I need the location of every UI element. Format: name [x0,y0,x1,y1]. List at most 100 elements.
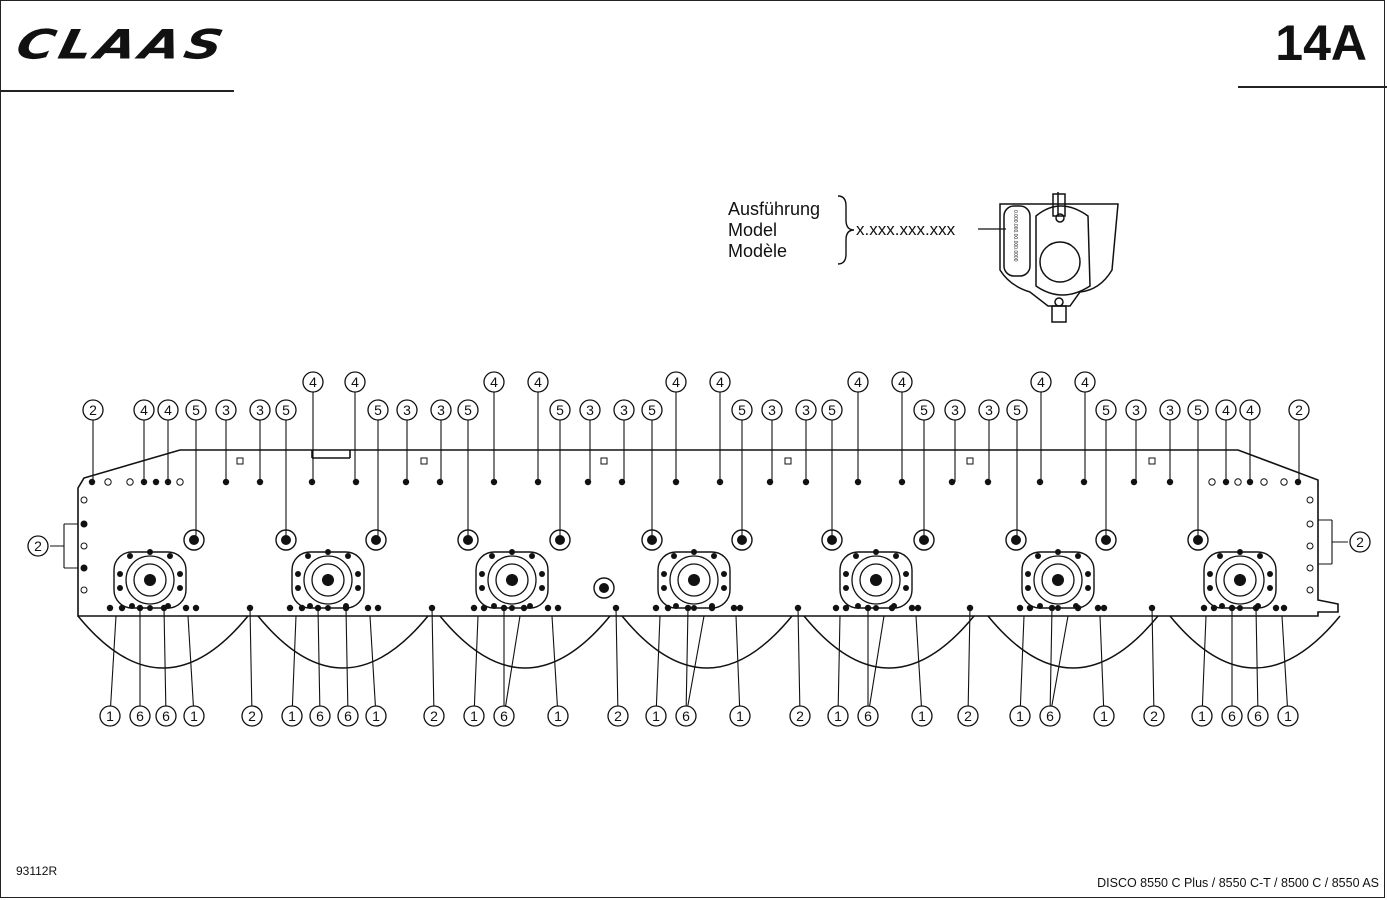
frame-bolt [308,478,316,486]
frame-bolt [1080,478,1088,486]
hub-bolt [295,571,301,577]
model-code: x.xxx.xxx.xxx [856,220,956,239]
callout-bottom: 1 [183,615,205,727]
callout-circle [396,399,418,421]
callout-number: 2 [614,708,622,724]
callout-top-lower: 4 [1215,399,1237,482]
hub-bolt [661,585,667,591]
callout-number: 4 [716,374,724,390]
callout-number: 2 [1356,534,1364,550]
marker-square [1148,457,1156,465]
disc-hub-outer-ring [303,555,353,605]
callout-number: 2 [248,708,256,724]
callout-circle [463,705,485,727]
callout-top-lower: 3 [944,399,966,482]
callout-bottom: 6 [1221,608,1243,727]
callout-circle [549,399,571,421]
callout-top-lower: 3 [795,399,817,482]
callout-bottom: 6 [493,608,521,727]
callout-leader [655,615,661,717]
callout-bottom: 1 [911,615,933,727]
callout-number: 6 [162,708,170,724]
callout-bottom: 1 [99,615,121,727]
side-hole [80,586,88,594]
callout-number: 4 [309,374,317,390]
callout-circle [155,705,177,727]
plate-serial-text: 0.000.000.00.000.0000 [1012,210,1018,262]
callout-top-lower: 3 [430,399,452,482]
callout-leader [369,615,377,717]
callout-circle [133,399,155,421]
callout-circle [821,399,843,421]
frame-bolt [88,478,96,486]
hub-bolt [355,585,361,591]
cutting-disc-bowl [987,615,1159,669]
callout-circle [645,705,667,727]
callout-circle [607,705,629,727]
disc-hub-inner-ring [1041,563,1075,597]
skid-bolt [1210,604,1218,612]
callout-circle [579,399,601,421]
hub-bolt [489,553,495,559]
disc-hub-center [870,574,882,586]
callout-leader [431,607,435,717]
callout-top-lower: 5 [641,399,663,540]
marker-square [236,457,244,465]
callout-circle [857,705,879,727]
callout-left-side-bubble: 2 [27,535,49,557]
callout-circle [891,371,913,393]
callout-bottom: 2 [423,607,445,727]
callout-number: 1 [1284,708,1292,724]
hub-bolt [855,603,861,609]
callout-top-upper: 4 [1074,371,1096,482]
callout-bottom: 6 [1039,607,1069,727]
side-hole [80,520,88,528]
callout-top-lower: 5 [1006,399,1028,540]
cutting-disc-bowl [77,615,249,669]
callout-number: 5 [920,402,928,418]
callout-circle [129,705,151,727]
callout-number: 3 [403,402,411,418]
callout-top-lower: 3 [1125,399,1147,482]
hub-bolt [1267,585,1273,591]
skid-bolt [182,604,190,612]
callout-leader [187,615,195,717]
side-bracket [50,523,78,569]
callout-number: 1 [372,708,380,724]
hub-bolt [491,603,497,609]
skid-bolt [118,604,126,612]
callout-leader [837,615,841,717]
callout-bottom: 1 [365,615,387,727]
skid-bolt [832,604,840,612]
callout-top-upper: 4 [344,371,366,482]
cutting-disc-bowl [803,615,975,669]
callout-number: 1 [1100,708,1108,724]
callout-leader [109,615,117,717]
side-hole [1306,542,1314,550]
callout-number: 1 [1016,708,1024,724]
hub-bolt [843,585,849,591]
callout-number: 6 [864,708,872,724]
hub-bolt [711,553,717,559]
skid-bolt [888,604,896,612]
hub-bolt [691,549,697,555]
callout-circle [1030,371,1052,393]
callout-bottom: 1 [1093,615,1115,727]
callout-right-side-bubble: 2 [1349,531,1371,553]
marker-square [784,457,792,465]
skid-bolt [1272,604,1280,612]
callout-number: 5 [464,402,472,418]
callout-bottom: 2 [1143,607,1165,727]
marker-square [966,457,974,465]
callout-leader [317,607,321,717]
disc-hub-outer-ring [1215,555,1265,605]
hub-bolt [345,553,351,559]
hub-bolt [127,553,133,559]
skid-bolt [106,604,114,612]
callout-circle [978,399,1000,421]
callout-circle [1095,399,1117,421]
callout-circle [82,399,104,421]
callout-circle [1239,399,1261,421]
callout-circle [493,705,515,727]
